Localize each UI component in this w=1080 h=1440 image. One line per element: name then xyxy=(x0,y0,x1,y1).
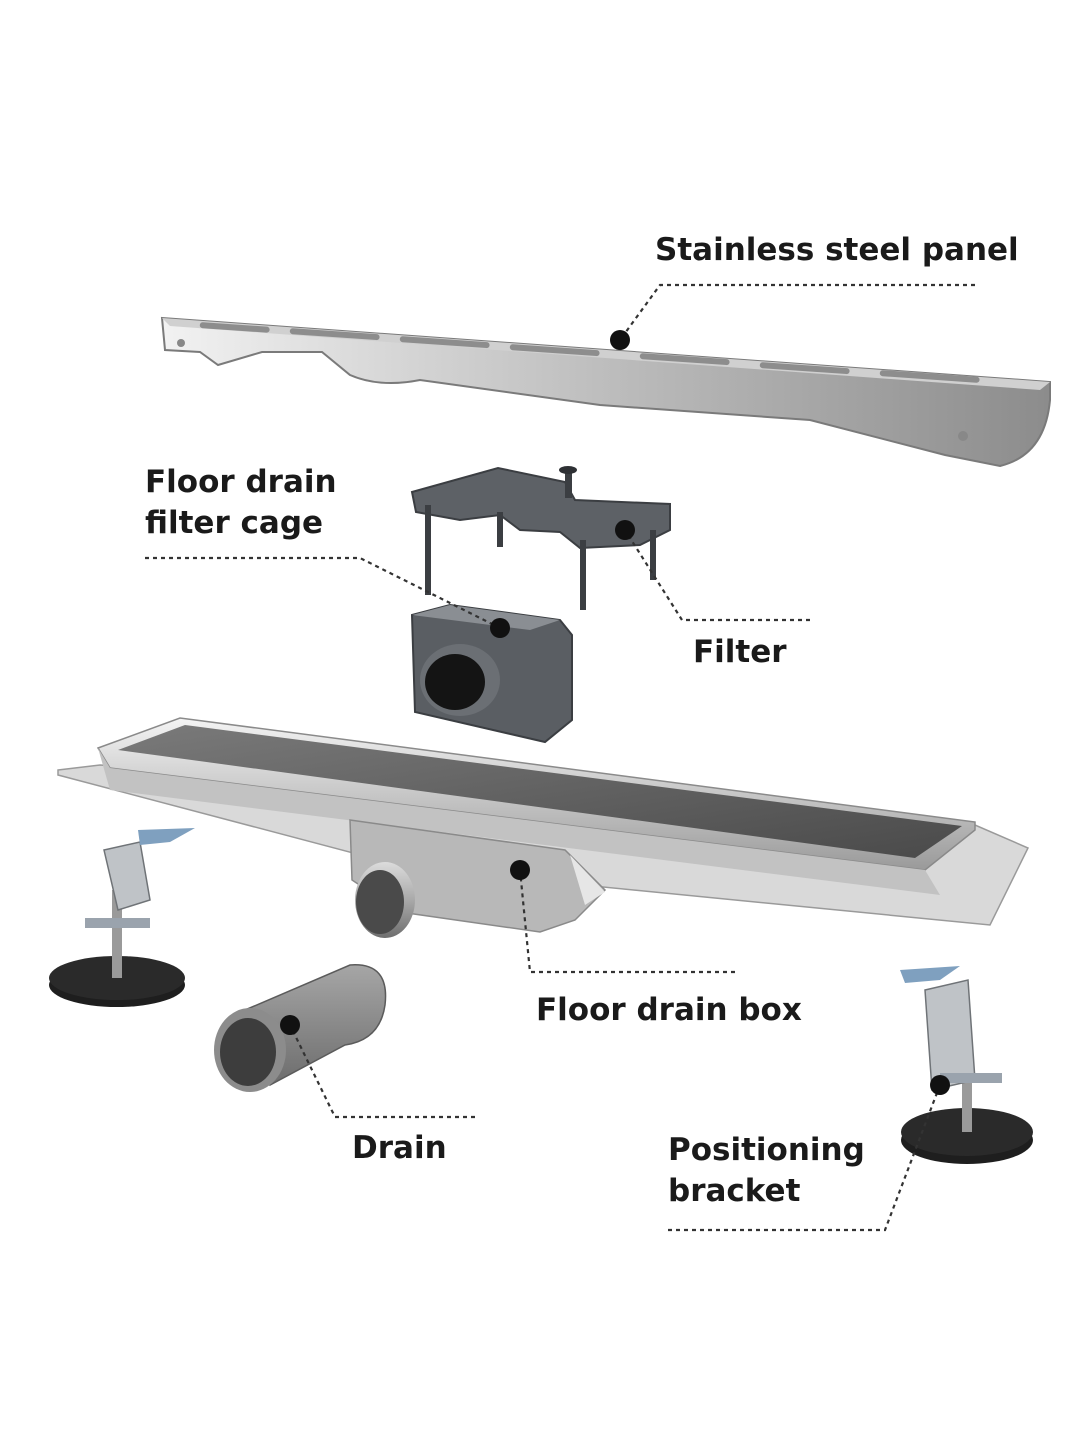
leader-dots xyxy=(280,330,950,1095)
dot-cage xyxy=(490,618,510,638)
label-floor-drain-filter-cage: Floor drain filter cage xyxy=(145,462,337,544)
label-filter: Filter xyxy=(693,634,787,670)
filter-frame xyxy=(410,466,671,610)
left-positioning-bracket xyxy=(49,828,195,1007)
dot-panel xyxy=(610,330,630,350)
dot-box xyxy=(510,860,530,880)
label-bracket-line1: Positioning xyxy=(668,1132,865,1168)
leader-panel xyxy=(619,283,975,341)
label-cage-line2: filter cage xyxy=(145,504,324,541)
floor-drain-box xyxy=(349,819,607,938)
dot-bracket xyxy=(930,1075,950,1095)
leader-lines xyxy=(145,283,975,1232)
drain-pipe xyxy=(214,964,387,1092)
label-bracket-line2: bracket xyxy=(668,1172,801,1209)
leader-filter xyxy=(624,529,810,622)
right-positioning-bracket xyxy=(900,966,1033,1164)
label-stainless-steel-panel: Stainless steel panel xyxy=(655,232,1019,268)
label-floor-drain-box: Floor drain box xyxy=(536,992,802,1028)
label-cage-line1: Floor drain xyxy=(145,464,337,500)
leader-drain xyxy=(289,1024,475,1119)
dot-drain xyxy=(280,1015,300,1035)
dot-filter xyxy=(615,520,635,540)
filter-cage-box xyxy=(410,603,573,744)
leader-box xyxy=(518,869,735,974)
stainless-steel-panel xyxy=(160,316,1051,468)
drain-channel xyxy=(57,717,1030,926)
label-positioning-bracket: Positioning bracket xyxy=(668,1130,865,1212)
label-drain: Drain xyxy=(352,1130,447,1166)
leader-bracket xyxy=(668,1084,942,1232)
